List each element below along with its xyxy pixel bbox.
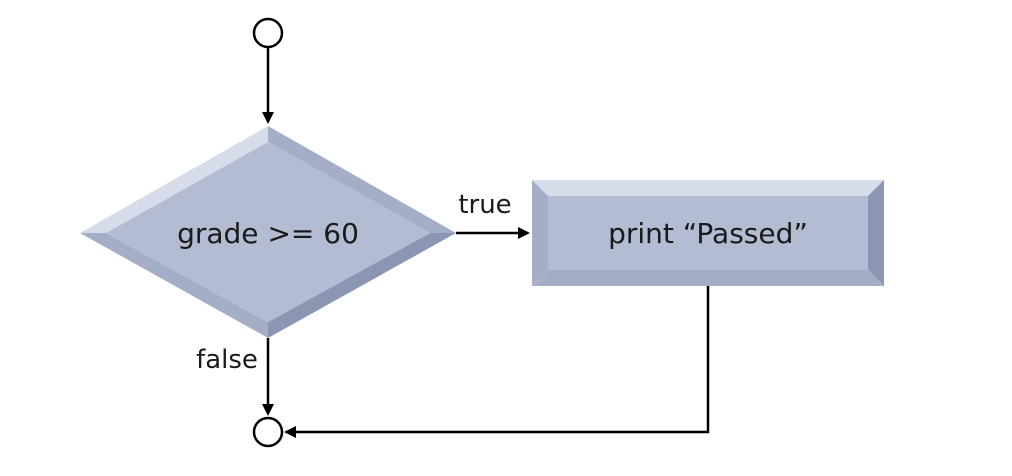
action-label: print “Passed” (608, 217, 808, 250)
end-node (252, 416, 284, 448)
action-bevel-bottom (532, 270, 884, 286)
decision-node: grade >= 60 (80, 126, 456, 338)
action-bevel-top (532, 180, 884, 196)
decision-bevel-bottom-left (80, 233, 268, 338)
decision-bevel-bottom-right (268, 233, 456, 338)
decision-bevel-top-left (80, 126, 268, 233)
decision-label: grade >= 60 (177, 217, 359, 250)
false-label: false (196, 345, 258, 375)
action-node: print “Passed” (532, 180, 884, 286)
decision-face (106, 142, 430, 322)
action-face (548, 196, 868, 270)
decision-bevel-top-right (268, 126, 456, 233)
arrow-action-to-end (284, 286, 710, 438)
action-bevel-left (532, 180, 548, 286)
action-bevel-right (868, 180, 884, 286)
start-node (252, 17, 284, 49)
true-label: true (458, 190, 511, 220)
